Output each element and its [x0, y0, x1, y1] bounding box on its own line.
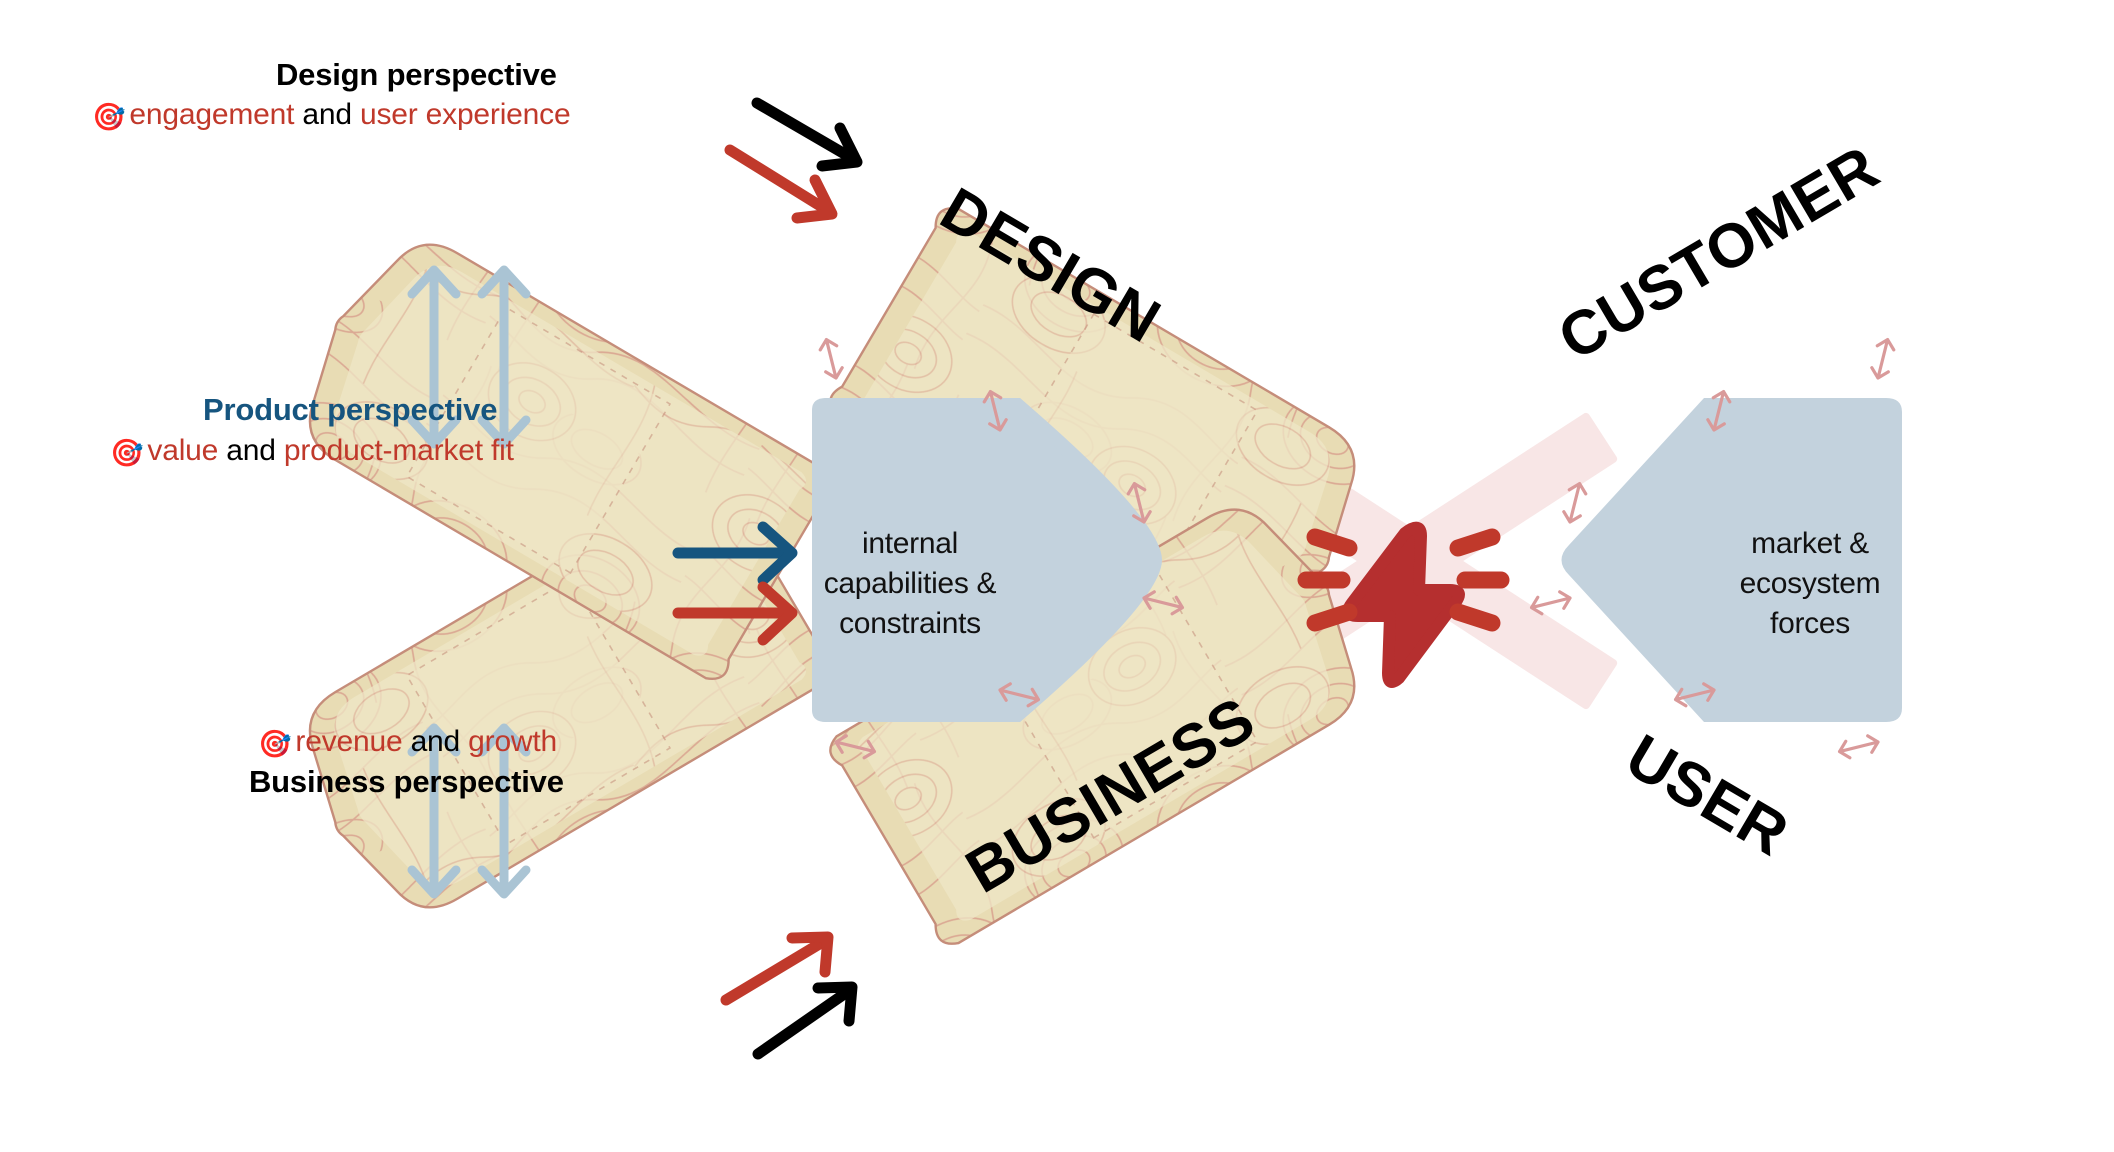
lightning-bolt-icon	[1297, 521, 1510, 688]
target-icon: 🎯	[92, 102, 126, 132]
triangle-left-line-2: capabilities &	[823, 566, 997, 600]
triangle-left-text: internal capabilities & constraints	[790, 524, 1030, 644]
panel-label-business: BUSINESS	[954, 684, 1267, 907]
triangle-right-line-2: ecosystem	[1739, 566, 1881, 600]
design-sub-arrow	[724, 144, 838, 224]
target-icon: 🎯	[258, 729, 292, 759]
business-title-arrow	[752, 981, 858, 1060]
annotation-design-part-2: and	[294, 98, 360, 131]
annotation-business-title: Business perspective	[249, 764, 564, 799]
panel-label-customer: CUSTOMER	[1547, 133, 1891, 374]
triangle-right-line-3: forces	[1770, 606, 1850, 640]
annotation-business-part-3: growth	[468, 725, 558, 758]
panel-label-design: DESIGN	[929, 174, 1172, 357]
annotation-business-part-1: revenue	[295, 725, 403, 758]
triangle-right-text: market & ecosystem forces	[1690, 524, 1930, 644]
panel-label-user: USER	[1614, 721, 1800, 870]
target-icon: 🎯	[110, 438, 144, 468]
triangle-left-line-3: constraints	[839, 606, 981, 640]
annotation-product-part-2: and	[218, 434, 284, 467]
design-title-arrow	[751, 97, 863, 172]
panel-customer	[308, 472, 836, 909]
triangle-left-line-1: internal	[862, 527, 958, 560]
annotation-design-subtitle: 🎯engagement and user experience	[92, 98, 571, 133]
annotation-product-part-3: product-market fit	[283, 434, 514, 467]
annotation-design-part-1: engagement	[129, 98, 295, 131]
annotation-business-part-2: and	[402, 725, 469, 758]
annotation-product-part-1: value	[147, 434, 219, 467]
annotation-business-subtitle: 🎯revenue and growth	[258, 725, 557, 760]
product-sub-arrow	[672, 581, 798, 646]
triangle-right-line-1: market &	[1751, 527, 1869, 560]
annotation-product-title: Product perspective	[203, 392, 498, 427]
center-bands	[1202, 412, 1618, 710]
product-title-arrow	[672, 521, 798, 586]
annotation-design-title: Design perspective	[276, 57, 557, 92]
annotation-design-part-3: user experience	[359, 98, 571, 131]
business-sub-arrow	[720, 931, 834, 1006]
annotation-product-subtitle: 🎯value and product-market fit	[110, 434, 514, 469]
